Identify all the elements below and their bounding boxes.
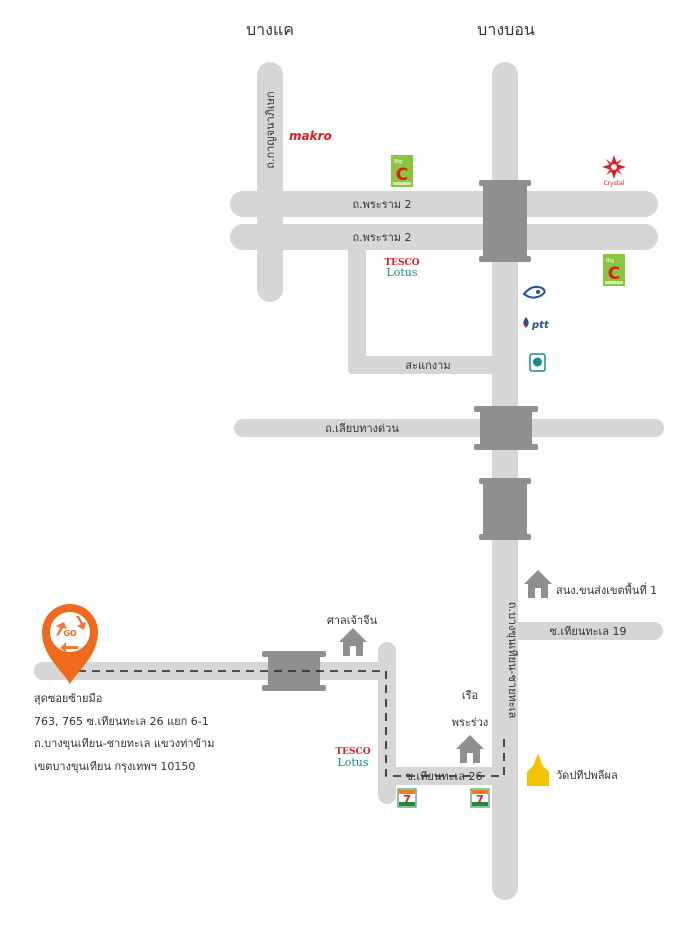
bridge-main-cap-bottom — [479, 534, 531, 540]
road-label-rama2-upper: ถ.พระราม 2 — [352, 198, 411, 211]
area-label-bang-khae: บางแค — [246, 20, 294, 39]
tesco-lotus-logo-lower: TESCO Lotus — [335, 747, 370, 769]
recycle-icon — [56, 616, 86, 652]
road-soi-26-branch — [378, 642, 396, 804]
landmark-boat-line1: เรือ — [462, 689, 478, 702]
address-line-3: เขตบางขุนเทียน กรุงเทพฯ 10150 — [34, 759, 196, 773]
house-icon-shrine — [339, 628, 367, 656]
road-soi-to-destination — [34, 662, 396, 680]
road-rama2-lower — [230, 224, 658, 250]
road-soi-19 — [505, 622, 663, 640]
pin-text: GO — [63, 629, 77, 638]
bigc-logo-right-big: Big — [606, 258, 614, 264]
road-label-kanchanaphisek: ถ.กาญจนาภิเษก — [264, 91, 277, 168]
road-label-liap-thang-duan: ถ.เลียบทางด่วน — [325, 422, 399, 435]
road-rama2-upper — [230, 191, 658, 217]
crystal-logo: Crystal — [602, 155, 626, 187]
bigc-logo-right-c: C — [608, 264, 620, 284]
landmark-district-office: สนง.ขนส่งเขตพื้นที่ 1 — [556, 582, 657, 597]
address-line-1: 763, 765 ซ.เทียนทะเล 26 แยก 6-1 — [34, 714, 209, 728]
landmark-temple: วัดปทีปพลีผล — [556, 769, 618, 782]
bridge-soi-cap-left — [262, 651, 326, 657]
bigc-logo-right: Big C — [603, 254, 625, 286]
bridge-main-cap-top — [479, 478, 531, 484]
destination-pin-icon: GO — [42, 604, 98, 684]
bridge-rama2-cap-tl — [479, 180, 531, 186]
seven-eleven-logo-left: 7 — [397, 788, 417, 808]
tesco-logo-lower-tesco: TESCO — [335, 747, 370, 757]
bridge-rama2-cap-bl — [479, 256, 531, 262]
tesco-logo-upper-tesco: TESCO — [384, 258, 419, 268]
landmark-boat-line2: พระร่วง — [452, 716, 489, 729]
house-icon-boat — [456, 735, 484, 763]
bridge-soi-cap-right — [262, 685, 326, 691]
bigc-logo-upper-c: C — [396, 165, 408, 185]
address-block: สุดซอยซ้ายมือ 763, 765 ซ.เทียนทะเล 26 แย… — [34, 688, 334, 778]
tesco-logo-upper-lotus: Lotus — [386, 266, 417, 279]
seven-eleven-logo-right-text: 7 — [476, 793, 484, 806]
road-sakae-ngam — [348, 356, 498, 374]
address-line-2: ถ.บางขุนเทียน-ชายทะเล แขวงท่าข้าม — [34, 737, 215, 750]
gas-station-logo — [529, 353, 546, 372]
bigc-logo-upper-big: Big — [394, 159, 402, 165]
road-label-soi-19: ซ.เทียนทะเล 19 — [549, 625, 626, 638]
bridge-liap-cap-top — [474, 406, 538, 412]
road-liap-thang-duan — [234, 419, 664, 437]
tesco-logo-lower-lotus: Lotus — [337, 756, 368, 769]
road-label-bang-khun-thian: ถ.บางขุนเทียน-ชายทะเล — [506, 602, 519, 718]
bigc-logo-upper: Big C — [391, 155, 413, 187]
bridge-rama2 — [483, 180, 527, 262]
crystal-logo-text: Crystal — [603, 180, 624, 187]
tesco-lotus-logo-upper: TESCO Lotus — [384, 258, 419, 279]
bridge-liap-cap-bottom — [474, 444, 538, 450]
pt-logo — [522, 285, 546, 299]
road-label-soi-26: ซ.เทียนทะเล 26 — [405, 770, 482, 783]
landmark-shrine: ศาลเจ้าจีน — [327, 614, 378, 627]
road-label-rama2-lower: ถ.พระราม 2 — [352, 231, 411, 244]
address-name: สุดซอยซ้ายมือ — [34, 692, 103, 705]
bridge-main-road — [483, 483, 527, 535]
road-sakae-ngam-vertical — [348, 246, 366, 374]
makro-logo: makro — [289, 129, 332, 143]
area-label-bang-bon: บางบอน — [477, 20, 535, 39]
seven-eleven-logo-right: 7 — [470, 788, 490, 808]
temple-icon — [527, 754, 549, 786]
bridge-liap-thang-duan — [480, 410, 532, 446]
seven-eleven-logo-left-text: 7 — [403, 793, 411, 806]
road-label-sakae-ngam: สะแกงาม — [405, 359, 450, 372]
ptt-logo: ptt — [523, 317, 550, 331]
route-path — [64, 670, 505, 777]
ptt-logo-text: ptt — [531, 320, 550, 331]
house-icon-district-office — [524, 570, 552, 598]
